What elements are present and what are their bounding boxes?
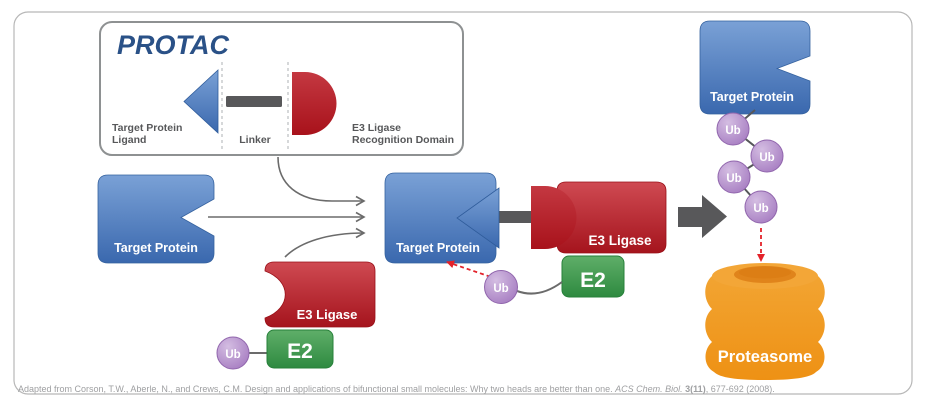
proteasome: Proteasome	[705, 263, 825, 380]
target-protein-ubiquitinated: Target Protein Ub Ub Ub Ub	[699, 20, 811, 224]
protac-legend-box: PROTAC Target Protein Ligand Linker E3 L…	[99, 21, 464, 156]
target-protein-label: Target Protein	[710, 90, 794, 104]
target-protein-label: Target Protein	[396, 241, 480, 255]
target-protein-ligand-triangle-icon	[183, 69, 219, 134]
e2-label: E2	[287, 340, 313, 363]
e2-shape	[561, 255, 625, 298]
e3-domain-label-line1: E3 Ligase	[352, 122, 401, 134]
e3-ligase-label: E3 Ligase	[297, 307, 358, 322]
e3-ligase-label: E3 Ligase	[588, 233, 652, 248]
ubiquitin-circle	[750, 139, 784, 173]
ubiquitin-circle	[216, 336, 250, 370]
arrow-from-e3-ligase	[284, 227, 366, 258]
proteasome-opening-shadow	[739, 266, 791, 279]
target-protein-shape	[384, 172, 497, 264]
e3-domain-label-line2: Recognition Domain	[352, 134, 454, 146]
ubiquitin-label: Ub	[725, 125, 740, 137]
ubiquitin-label: Ub	[493, 283, 508, 295]
ubiquitin-circle	[484, 270, 518, 304]
e3-ligase-free: E3 Ligase E2 Ub	[216, 261, 376, 370]
e2-shape	[266, 329, 334, 369]
citation-suffix: , 677-692 (2008).	[706, 384, 775, 394]
e3-recognition-domain-icon	[531, 186, 577, 249]
e3-ligase-shape	[264, 261, 376, 328]
ub-chain: Ub Ub Ub Ub	[716, 112, 784, 224]
e3-recognition-domain-icon	[292, 72, 337, 135]
ubiquitin-label: Ub	[726, 173, 741, 185]
arrow-from-protac	[277, 156, 366, 207]
target-protein-shape	[97, 174, 215, 264]
assembly-arrows	[208, 156, 366, 258]
target-protein-free: Target Protein	[97, 174, 215, 264]
linker-bar-icon	[496, 211, 536, 223]
target-protein-shape	[699, 20, 811, 115]
proteasome-barrel	[705, 276, 825, 380]
citation-prefix: Adapted from Corson, T.W., Aberle, N., a…	[18, 384, 615, 394]
ubiquitin-label: Ub	[225, 349, 240, 361]
ubiquitin-circle	[717, 160, 751, 194]
ubiquitin-circle	[716, 112, 750, 146]
citation: Adapted from Corson, T.W., Aberle, N., a…	[18, 384, 775, 394]
protac-box-border	[99, 21, 464, 156]
ligand-label-line1: Target Protein	[112, 122, 182, 134]
protac-title: PROTAC	[117, 30, 229, 60]
ub-e2-connector	[516, 281, 563, 295]
ligand-triangle-icon	[456, 187, 500, 249]
ubiquitin-label: Ub	[753, 203, 768, 215]
ternary-complex: Target Protein E3 Ligase E2 Ub	[384, 172, 667, 304]
citation-journal: ACS Chem. Biol.	[614, 384, 683, 394]
ligand-label-line2: Ligand	[112, 134, 146, 146]
process-arrow-icon	[678, 195, 727, 238]
ubiquitin-label: Ub	[759, 152, 774, 164]
ubiquitin-circle	[744, 190, 778, 224]
linker-bar-icon	[226, 96, 282, 107]
citation-volume: 3(11)	[683, 384, 706, 394]
target-protein-label: Target Protein	[114, 241, 198, 255]
e2-label: E2	[580, 269, 606, 292]
proteasome-label: Proteasome	[718, 348, 812, 366]
linker-label: Linker	[239, 134, 271, 146]
